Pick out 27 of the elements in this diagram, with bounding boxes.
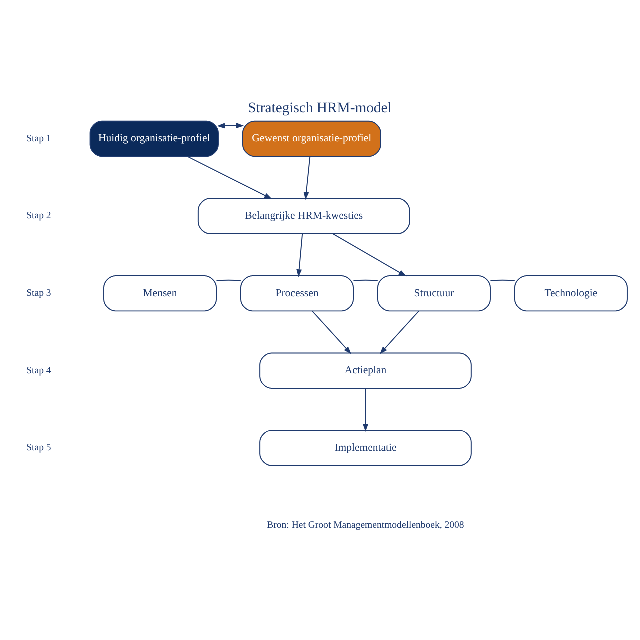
diagram-title: Strategisch HRM-model bbox=[248, 100, 392, 117]
node-box: Huidig organisatie-profiel bbox=[90, 120, 219, 158]
connector bbox=[490, 280, 516, 282]
arrow bbox=[296, 234, 304, 278]
node-box: Actieplan bbox=[260, 352, 472, 389]
node-box: Gewenst organisatie-profiel bbox=[242, 120, 382, 158]
arrow bbox=[217, 123, 244, 129]
arrow bbox=[332, 234, 407, 277]
label: Stap 3 bbox=[26, 288, 52, 300]
arrow bbox=[187, 156, 272, 200]
arrow bbox=[380, 310, 420, 354]
label: Stap 4 bbox=[26, 365, 52, 376]
label: Stap 2 bbox=[26, 210, 52, 222]
arrow bbox=[304, 156, 311, 200]
connector bbox=[353, 280, 378, 282]
label: Stap 5 bbox=[26, 442, 52, 454]
arrow bbox=[363, 388, 368, 432]
connector bbox=[216, 280, 242, 282]
node-box: Technologie bbox=[514, 275, 628, 312]
label: Stap 1 bbox=[26, 133, 52, 144]
arrow bbox=[312, 310, 352, 354]
node-box: Implementatie bbox=[260, 430, 472, 466]
node-box: Structuur bbox=[377, 275, 491, 312]
caption: Bron: Het Groot Managementmodellenboek, 2008 bbox=[267, 520, 464, 531]
node-box: Belangrijke HRM-kwesties bbox=[198, 198, 410, 234]
node-box: Processen bbox=[240, 275, 354, 312]
node-box: Mensen bbox=[104, 275, 218, 312]
